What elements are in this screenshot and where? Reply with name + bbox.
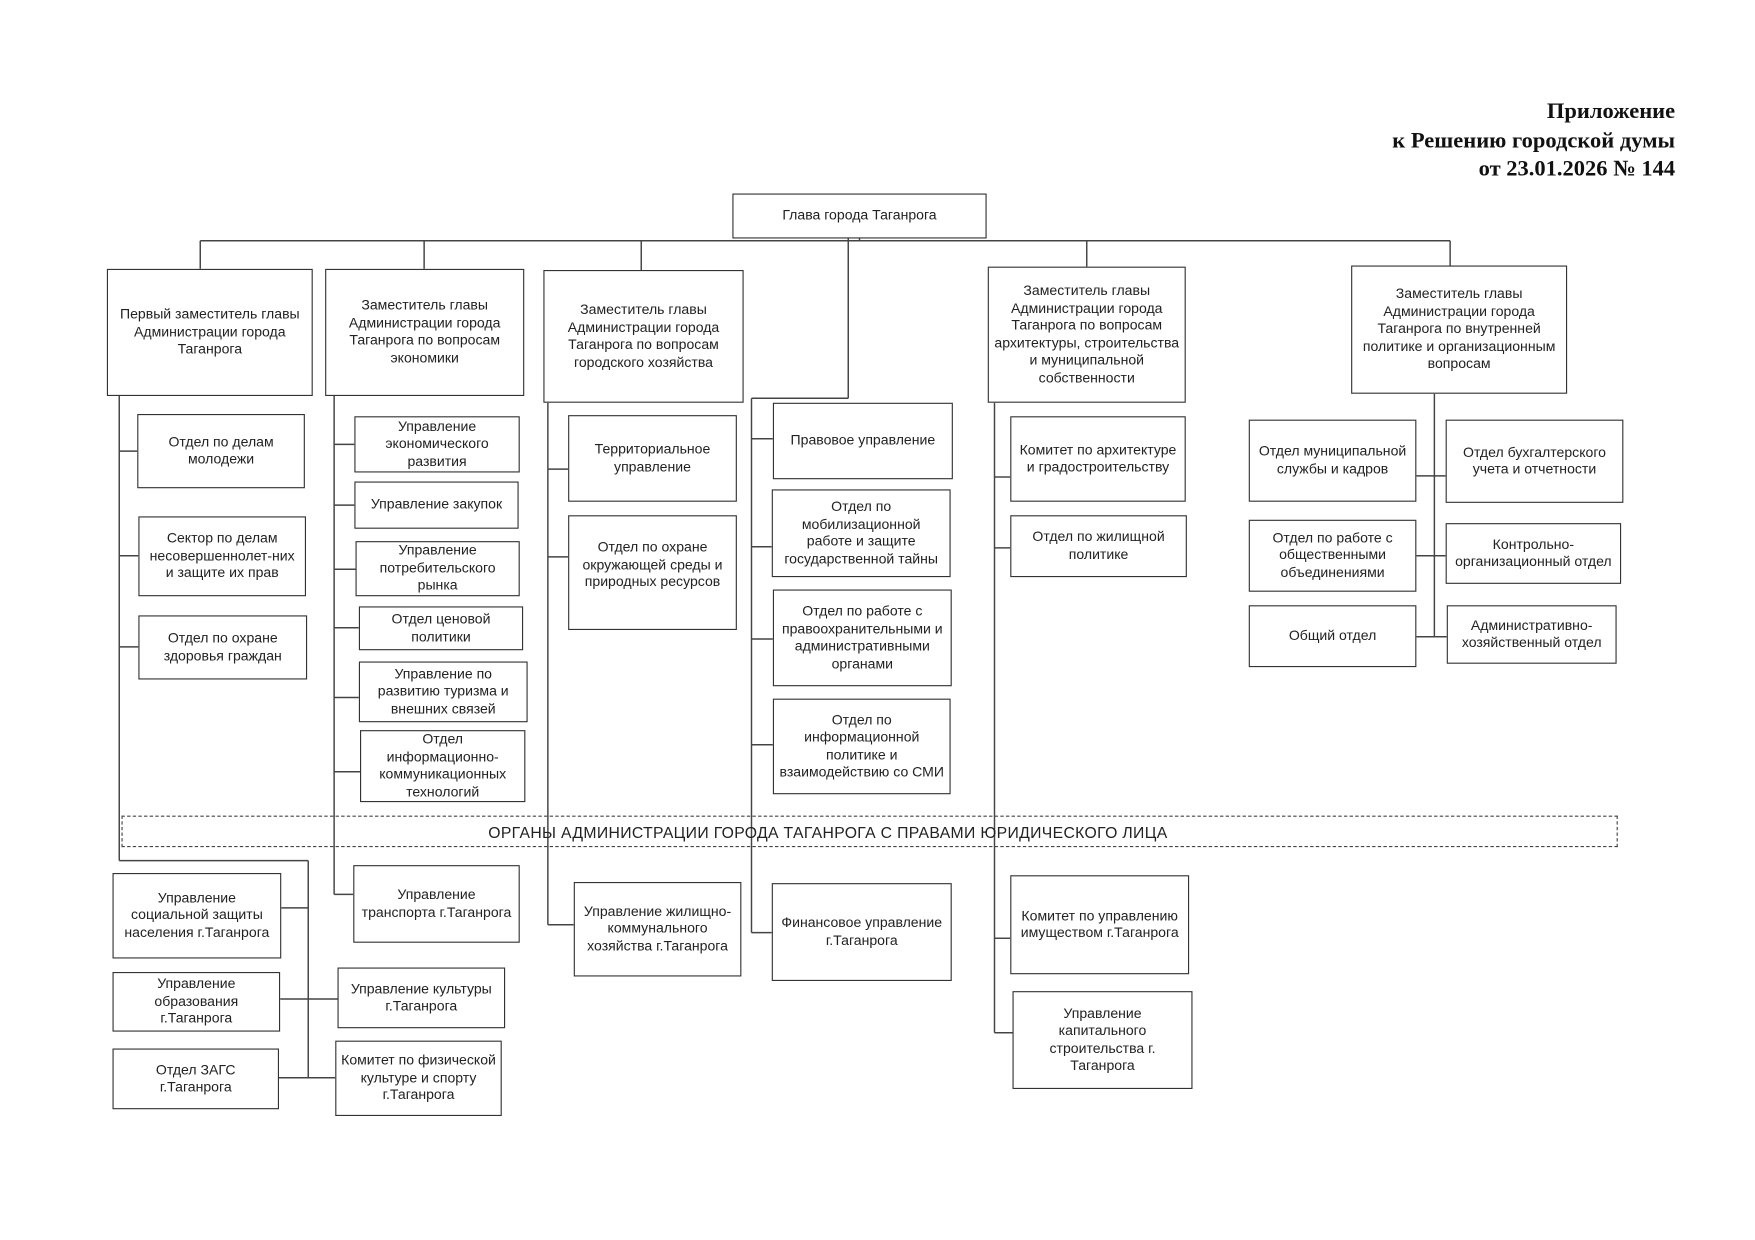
legal-entity-box: Комитет по физической культуре и спорту … bbox=[335, 1040, 502, 1116]
box-label: Управление транспорта г.Таганрога bbox=[361, 886, 512, 920]
unit-box: Отдел по информационной политике и взаим… bbox=[772, 698, 951, 795]
unit-box: Комитет по архитектуре и градостроительс… bbox=[1010, 416, 1186, 502]
box-label: Отдел муниципальной службы и кадров bbox=[1258, 443, 1407, 477]
head-of-city-box: Глава города Таганрога bbox=[732, 193, 987, 239]
box-label: Отдел по делам молодежи bbox=[168, 433, 274, 467]
deputy-city-economy-box: Заместитель главы Администрации города Т… bbox=[543, 270, 744, 403]
unit-box: Отдел по делам молодежи bbox=[137, 414, 305, 489]
legal-entity-box: Управление транспорта г.Таганрога bbox=[353, 865, 520, 943]
legal-entities-band: ОРГАНЫ АДМИНИСТРАЦИИ ГОРОДА ТАГАНРОГА С … bbox=[121, 815, 1618, 848]
box-label: Комитет по архитектуре и градостроительс… bbox=[1019, 441, 1177, 475]
header-line-1: Приложение bbox=[1546, 99, 1676, 124]
header-line-3: от 23.01.2026 № 144 bbox=[1478, 156, 1676, 182]
unit-box: Правовое управление bbox=[772, 402, 953, 480]
unit-box: Управление по развитию туризма и внешних… bbox=[358, 661, 528, 723]
box-label: Отдел по информационной политике и взаим… bbox=[779, 711, 944, 780]
box-label: Отдел по работе с правоохранительными и … bbox=[781, 603, 943, 672]
box-label: Правовое управление bbox=[790, 432, 936, 449]
deputy-architecture-box: Заместитель главы Администрации города Т… bbox=[987, 266, 1186, 403]
unit-box: Отдел по охране здоровья граждан bbox=[138, 615, 308, 680]
unit-box: Отдел ценовой политики bbox=[358, 606, 524, 651]
box-label: Первый заместитель главы Администрации г… bbox=[119, 306, 300, 357]
unit-box: Административно-хозяйственный отдел bbox=[1446, 605, 1617, 664]
header-line-2: к Решению городской думы bbox=[1392, 127, 1676, 153]
box-label: Отдел по жилищной политике bbox=[1032, 528, 1165, 562]
box-label: Заместитель главы Администрации города Т… bbox=[994, 282, 1180, 386]
unit-box: Отдел по жилищной политике bbox=[1010, 515, 1187, 578]
box-label: Глава города Таганрога bbox=[782, 207, 937, 224]
deputy-internal-policy-box: Заместитель главы Администрации города Т… bbox=[1351, 265, 1568, 394]
box-label: Управление образования г.Таганрога bbox=[154, 975, 239, 1027]
box-label: Управление капитального строительства г.… bbox=[1049, 1005, 1156, 1074]
legal-entity-box: Управление социальной защиты населения г… bbox=[112, 873, 282, 959]
box-label: Отдел информационно-коммуникационных тех… bbox=[379, 731, 507, 800]
unit-box: Отдел бухгалтерского учета и отчетности bbox=[1445, 419, 1624, 503]
box-label: Финансовое управление г.Таганрога bbox=[781, 914, 943, 948]
legal-entity-box: Управление культуры г.Таганрога bbox=[337, 967, 506, 1029]
box-label: Отдел по охране здоровья граждан bbox=[163, 630, 282, 664]
box-label: Заместитель главы Администрации города Т… bbox=[1362, 286, 1556, 372]
box-label: Управление социальной защиты населения г… bbox=[124, 889, 270, 941]
legal-entity-box: Управление образования г.Таганрога bbox=[112, 972, 281, 1032]
box-label: Управление закупок bbox=[370, 496, 503, 513]
box-label: Управление жилищно-коммунального хозяйст… bbox=[583, 903, 732, 954]
unit-box: Управление закупок bbox=[354, 481, 519, 529]
box-label: Заместитель главы Администрации города Т… bbox=[567, 301, 720, 370]
unit-box: Отдел по работе с общественными объедине… bbox=[1248, 519, 1417, 592]
unit-box: Управление экономического развития bbox=[354, 416, 520, 473]
unit-box: Общий отдел bbox=[1248, 605, 1417, 668]
unit-box: Отдел по работе с правоохранительными и … bbox=[772, 589, 952, 687]
box-label: Территориальное управление bbox=[594, 441, 711, 475]
unit-box: Сектор по делам несовершеннолет-них и за… bbox=[138, 516, 306, 597]
unit-box: Отдел по охране окружающей среды и приро… bbox=[568, 515, 737, 630]
box-label: Управление культуры г.Таганрога bbox=[350, 980, 492, 1014]
box-label: Заместитель главы Администрации города Т… bbox=[348, 297, 501, 366]
first-deputy-box: Первый заместитель главы Администрации г… bbox=[106, 268, 313, 396]
box-label: Комитет по управлению имуществом г.Таган… bbox=[1020, 907, 1179, 941]
box-label: Отдел по мобилизационной работе и защите… bbox=[784, 498, 939, 567]
document-header: Приложение к Решению городской думы от 2… bbox=[1392, 98, 1675, 184]
band-label: ОРГАНЫ АДМИНИСТРАЦИИ ГОРОДА ТАГАНРОГА С … bbox=[488, 823, 1168, 842]
box-label: Управление потребительского рынка bbox=[379, 542, 496, 594]
box-label: Отдел по работе с общественными объедине… bbox=[1272, 529, 1393, 581]
box-label: Отдел ЗАГС г.Таганрога bbox=[155, 1061, 236, 1095]
box-label: Контрольно-организационный отдел bbox=[1455, 536, 1612, 570]
unit-box: Отдел муниципальной службы и кадров bbox=[1248, 419, 1417, 502]
unit-box: Территориальное управление bbox=[568, 415, 737, 502]
box-label: Управление экономического развития bbox=[385, 418, 489, 469]
legal-entity-box: Управление капитального строительства г.… bbox=[1012, 991, 1193, 1089]
box-label: Сектор по делам несовершеннолет-них и за… bbox=[149, 530, 295, 581]
box-label: Управление по развитию туризма и внешних… bbox=[377, 665, 509, 717]
box-label: Комитет по физической культуре и спорту … bbox=[341, 1052, 496, 1103]
legal-entity-box: Финансовое управление г.Таганрога bbox=[771, 883, 952, 981]
legal-entity-box: Отдел ЗАГС г.Таганрога bbox=[112, 1048, 279, 1110]
unit-box: Отдел по мобилизационной работе и защите… bbox=[771, 489, 951, 578]
legal-entity-box: Управление жилищно-коммунального хозяйст… bbox=[573, 882, 742, 977]
unit-box: Отдел информационно-коммуникационных тех… bbox=[360, 730, 526, 803]
box-label: Отдел по охране окружающей среды и приро… bbox=[582, 538, 723, 590]
unit-box: Контрольно-организационный отдел bbox=[1445, 523, 1622, 584]
deputy-economics-box: Заместитель главы Администрации города Т… bbox=[325, 268, 525, 396]
unit-box: Управление потребительского рынка bbox=[355, 541, 520, 597]
legal-entity-box: Комитет по управлению имуществом г.Таган… bbox=[1010, 875, 1190, 975]
box-label: Административно-хозяйственный отдел bbox=[1461, 617, 1602, 651]
box-label: Отдел бухгалтерского учета и отчетности bbox=[1463, 443, 1606, 477]
box-label: Отдел ценовой политики bbox=[391, 610, 491, 645]
box-label: Общий отдел bbox=[1288, 627, 1377, 644]
